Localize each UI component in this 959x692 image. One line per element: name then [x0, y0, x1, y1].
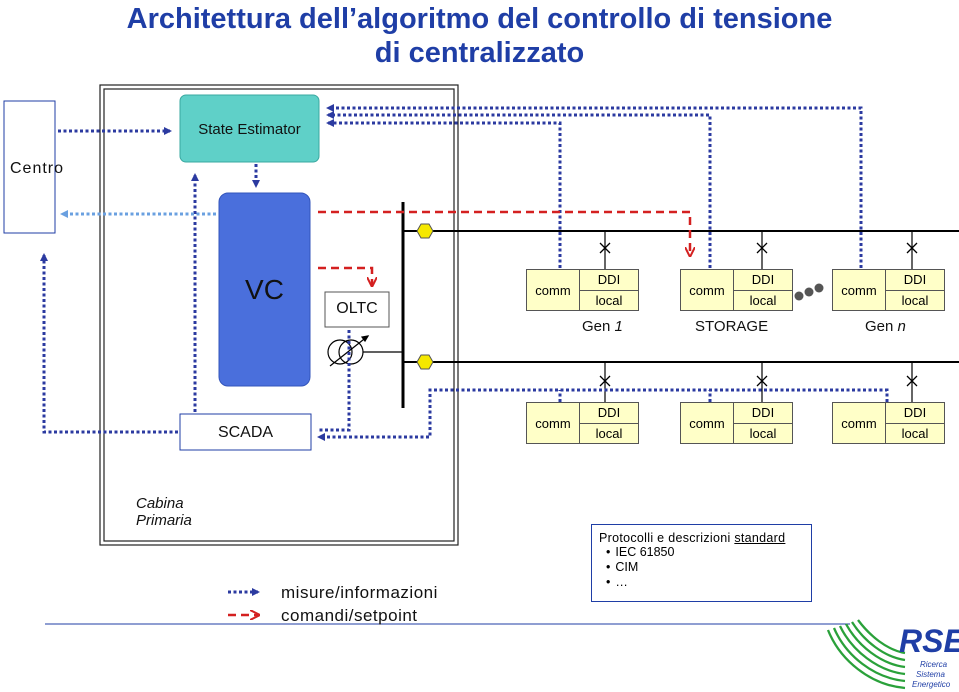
- measure-line-genn-se: [326, 104, 863, 268]
- measure-line-gen1-se: [326, 119, 562, 268]
- measure-line-storage-se: [326, 111, 712, 268]
- legend-measures-label: misure/informazioni: [281, 583, 438, 602]
- protocol-item: …: [615, 575, 811, 590]
- device-gen-n-label: Gen n: [865, 318, 906, 335]
- ddi-label: DDI: [751, 405, 775, 421]
- protocols-box: Protocolli e descrizioni standard IEC 61…: [591, 524, 812, 602]
- rse-logo-line3: Energetico: [912, 680, 951, 689]
- scada-label: SCADA: [217, 424, 274, 441]
- measure-line-lower-scada: [317, 388, 889, 441]
- rse-logo-line1: Ricerca: [920, 660, 948, 669]
- centro-label: Centro: [10, 160, 65, 177]
- local-label: local: [886, 422, 944, 444]
- breaker-icons: [599, 242, 918, 387]
- device-storage: comm DDI local: [680, 269, 793, 311]
- local-label: local: [734, 289, 792, 311]
- command-line-vc-oltc: [318, 266, 372, 285]
- ddi-label: DDI: [597, 272, 621, 288]
- ddi-label: DDI: [597, 405, 621, 421]
- comm-cell: comm: [680, 402, 734, 444]
- rse-logo-line2: Sistema: [916, 670, 945, 679]
- ddi-cell: DDI local: [734, 269, 793, 311]
- comm-cell: comm: [680, 269, 734, 311]
- ddi-label: DDI: [903, 405, 927, 421]
- device-gen-1-label: Gen 1: [582, 318, 623, 335]
- legend-commands-label: comandi/setpoint: [281, 606, 418, 625]
- device-lower-1: comm DDI local: [526, 402, 639, 444]
- cabina-label-line1: Cabina: [136, 495, 184, 512]
- ddi-cell: DDI local: [886, 269, 945, 311]
- vc-label: VC: [245, 274, 284, 305]
- more-devices-dots: [794, 283, 824, 301]
- oltc-label: OLTC: [336, 300, 378, 317]
- oltc-box: [324, 291, 390, 328]
- device-gen-1: comm DDI local: [526, 269, 639, 311]
- page-title-line2: di centralizzato: [374, 37, 585, 69]
- device-lower-2: comm DDI local: [680, 402, 793, 444]
- vc-box: [218, 192, 311, 387]
- state-estimator-label: State Estimator: [198, 121, 301, 138]
- local-label: local: [734, 422, 792, 444]
- cabina-label-line2: Primaria: [136, 512, 192, 529]
- state-estimator-box: [179, 94, 320, 163]
- ddi-cell: DDI local: [734, 402, 793, 444]
- rse-logo-mark: [826, 619, 906, 690]
- transformer-symbol: [327, 335, 403, 367]
- ddi-label: DDI: [751, 272, 775, 288]
- ddi-cell: DDI local: [580, 269, 639, 311]
- command-line-vc-devices: [318, 210, 690, 255]
- scada-box: [179, 413, 312, 451]
- device-gen-n: comm DDI local: [832, 269, 945, 311]
- centro-box: [3, 100, 56, 234]
- page-title-line1: Architettura dell’algoritmo del controll…: [126, 3, 833, 35]
- measure-line-oltc-scada: [319, 330, 351, 432]
- comm-cell: comm: [526, 402, 580, 444]
- protocols-title: Protocolli e descrizioni standard: [599, 531, 786, 545]
- local-label: local: [580, 422, 638, 444]
- cabina-primaria-frame: [99, 84, 459, 546]
- ddi-label: DDI: [903, 272, 927, 288]
- comm-cell: comm: [526, 269, 580, 311]
- local-label: local: [580, 289, 638, 311]
- rse-logo-name: RSE: [899, 623, 959, 659]
- ddi-cell: DDI local: [580, 402, 639, 444]
- measure-line-scada-centro: [40, 253, 178, 434]
- comm-cell: comm: [832, 269, 886, 311]
- protocol-item: CIM: [615, 560, 811, 575]
- device-storage-label: STORAGE: [695, 318, 769, 335]
- protocol-item: IEC 61850: [615, 545, 811, 560]
- node-upper: [416, 223, 434, 239]
- node-lower: [416, 354, 434, 370]
- ddi-cell: DDI local: [886, 402, 945, 444]
- local-label: local: [886, 289, 944, 311]
- device-lower-3: comm DDI local: [832, 402, 945, 444]
- comm-cell: comm: [832, 402, 886, 444]
